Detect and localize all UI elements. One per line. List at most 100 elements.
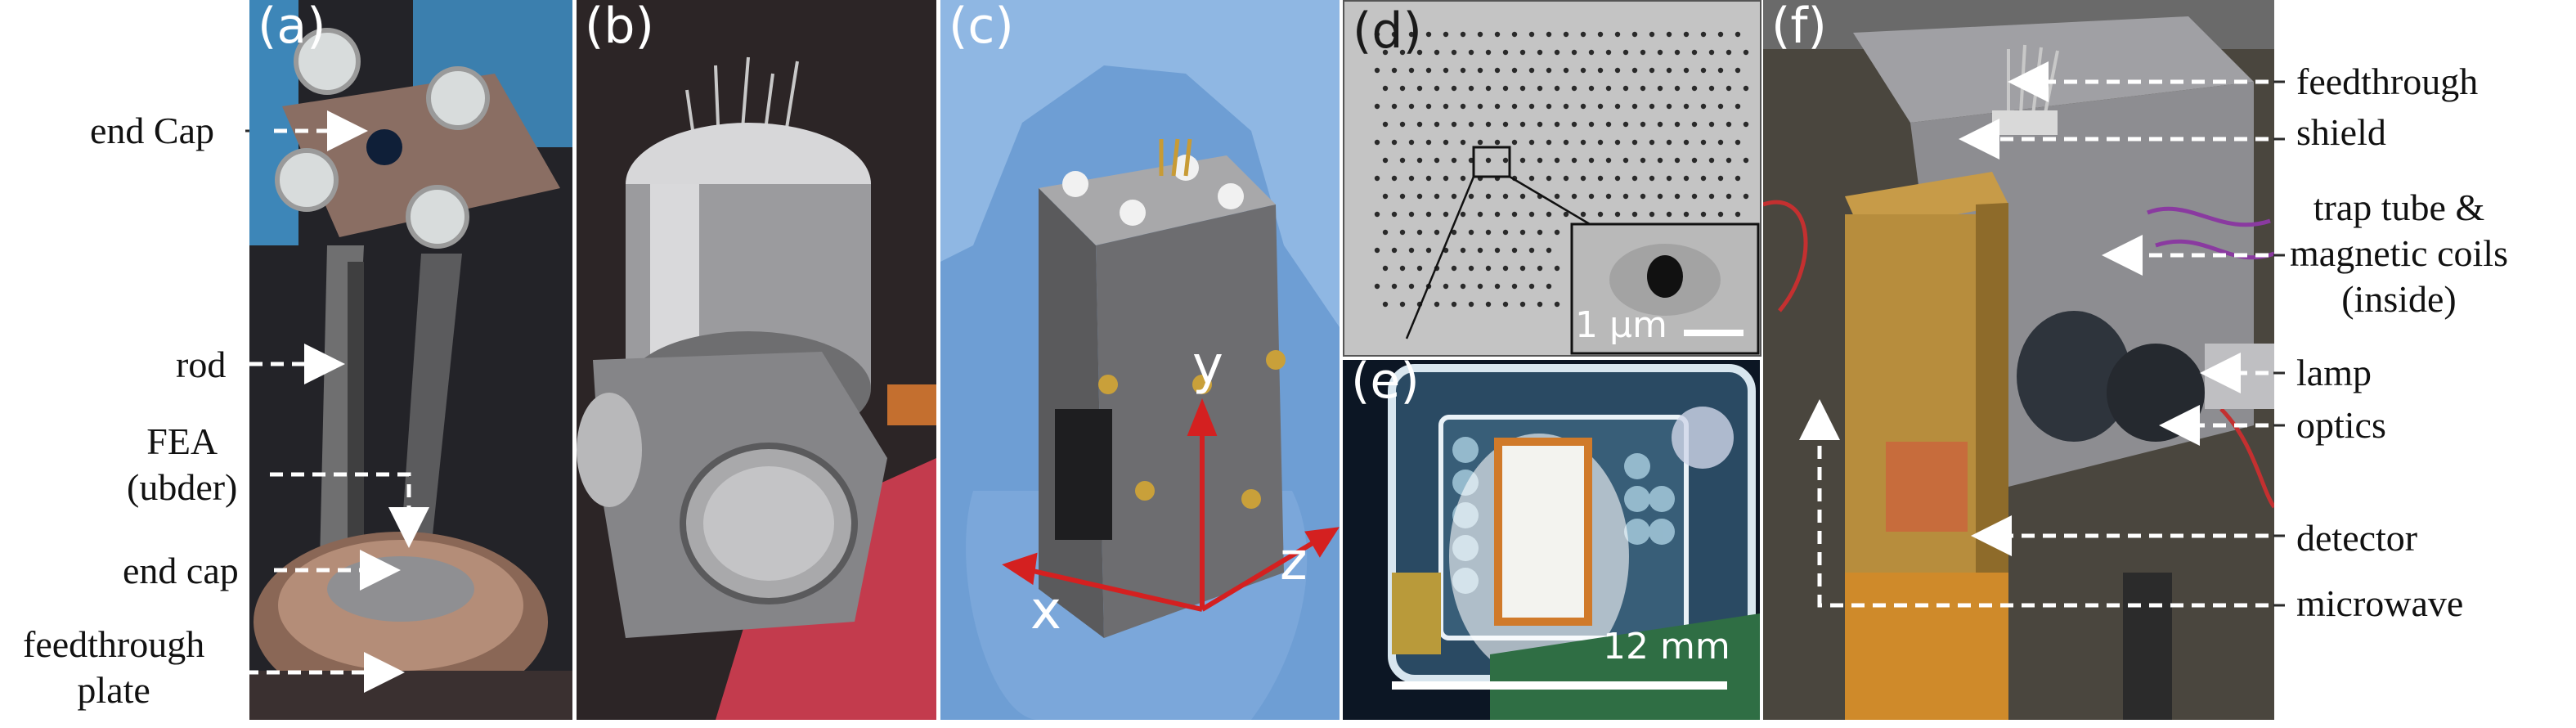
sem-hole <box>1460 175 1466 182</box>
sem-hole <box>1537 85 1543 92</box>
sem-hole <box>1374 139 1380 146</box>
sem-hole <box>1528 211 1535 218</box>
sem-hole <box>1726 157 1732 164</box>
sem-hole <box>1485 121 1492 128</box>
sem-hole <box>1425 139 1432 146</box>
sem-hole <box>1657 49 1663 56</box>
sem-hole <box>1614 211 1621 218</box>
sem-hole <box>1546 103 1552 110</box>
label-trap-tube: trap tube & magnetic coils (inside) <box>2290 185 2508 322</box>
sem-hole <box>1408 211 1415 218</box>
panel-d-sem: (d) 1 μm <box>1343 0 1761 357</box>
sem-hole <box>1537 49 1543 56</box>
sem-hole <box>1640 85 1646 92</box>
sem-hole <box>1399 301 1406 308</box>
panel-c-label: (c) <box>949 0 1014 55</box>
sem-hole <box>1605 157 1612 164</box>
sem-hole <box>1485 85 1492 92</box>
sem-hole <box>1391 211 1398 218</box>
sem-hole <box>1382 49 1389 56</box>
sem-hole <box>1382 157 1389 164</box>
sem-hole <box>1563 31 1569 38</box>
sem-hole <box>1434 49 1440 56</box>
sem-hole <box>1657 85 1663 92</box>
sem-hole <box>1519 229 1526 236</box>
sem-hole <box>1511 247 1518 254</box>
sem-hole <box>1468 265 1474 272</box>
panel-c-image <box>940 0 1340 720</box>
sem-hole <box>1443 211 1449 218</box>
sem-hole <box>1399 85 1406 92</box>
sem-hole <box>1451 85 1457 92</box>
sem-hole <box>1477 139 1483 146</box>
sem-hole <box>1735 67 1741 74</box>
sem-hole <box>1666 67 1672 74</box>
sem-hole <box>1477 103 1483 110</box>
sem-hole <box>1554 229 1560 236</box>
sem-hole <box>1443 175 1449 182</box>
sem-hole <box>1614 31 1621 38</box>
sem-hole <box>1571 121 1577 128</box>
sem-hole <box>1563 139 1569 146</box>
sem-hole <box>1391 247 1398 254</box>
sem-hole <box>1528 31 1535 38</box>
sem-hole <box>1674 121 1681 128</box>
sem-hole <box>1408 175 1415 182</box>
sem-hole <box>1708 193 1715 200</box>
sem-hole <box>1666 31 1672 38</box>
sem-hole <box>1434 157 1440 164</box>
label-fea: FEA (ubder) <box>127 419 237 510</box>
sem-hole <box>1622 85 1629 92</box>
label-end-cap-bottom: end cap <box>123 550 239 591</box>
sem-hole <box>1683 211 1690 218</box>
sem-hole <box>1391 67 1398 74</box>
sem-hole <box>1502 85 1509 92</box>
sem-hole <box>1494 283 1501 290</box>
scale-d-label: 1 μm <box>1575 304 1667 346</box>
panel-e-image <box>1343 360 1760 720</box>
sem-hole <box>1434 193 1440 200</box>
sem-hole <box>1451 265 1457 272</box>
sem-hole <box>1735 103 1741 110</box>
sem-hole <box>1622 121 1629 128</box>
sem-hole <box>1554 265 1560 272</box>
sem-hole <box>1502 229 1509 236</box>
sem-hole <box>1631 31 1638 38</box>
sem-hole <box>1546 31 1552 38</box>
sem-hole <box>1416 265 1423 272</box>
sem-hole <box>1408 283 1415 290</box>
sem-hole <box>1528 283 1535 290</box>
sem-hole <box>1425 247 1432 254</box>
axis-x-label: x <box>1030 581 1061 641</box>
sem-hole <box>1391 139 1398 146</box>
panel-a-image <box>249 0 572 720</box>
sem-hole <box>1434 85 1440 92</box>
label-trap-line2: magnetic coils <box>2290 232 2508 275</box>
sem-hole <box>1580 139 1586 146</box>
sem-hole <box>1649 103 1655 110</box>
sem-hole <box>1683 139 1690 146</box>
sem-hole <box>1494 247 1501 254</box>
sem-hole <box>1494 67 1501 74</box>
sem-hole <box>1502 301 1509 308</box>
panel-e-label: (e) <box>1351 360 1420 410</box>
sem-hole <box>1374 211 1380 218</box>
sem-hole <box>1683 67 1690 74</box>
sem-hole <box>1614 103 1621 110</box>
sem-hole <box>1460 67 1466 74</box>
label-rod: rod <box>176 344 227 385</box>
sem-hole <box>1460 211 1466 218</box>
sem-hole <box>1468 49 1474 56</box>
sem-hole <box>1622 157 1629 164</box>
sem-hole <box>1519 157 1526 164</box>
sem-hole <box>1735 139 1741 146</box>
sem-hole <box>1735 211 1741 218</box>
label-fea-line2: (ubder) <box>127 466 238 509</box>
sem-hole <box>1726 121 1732 128</box>
sem-hole <box>1537 229 1543 236</box>
sem-hole <box>1691 193 1698 200</box>
sem-hole <box>1485 265 1492 272</box>
sem-hole <box>1460 247 1466 254</box>
sem-hole <box>1425 175 1432 182</box>
sem-hole <box>1563 211 1569 218</box>
